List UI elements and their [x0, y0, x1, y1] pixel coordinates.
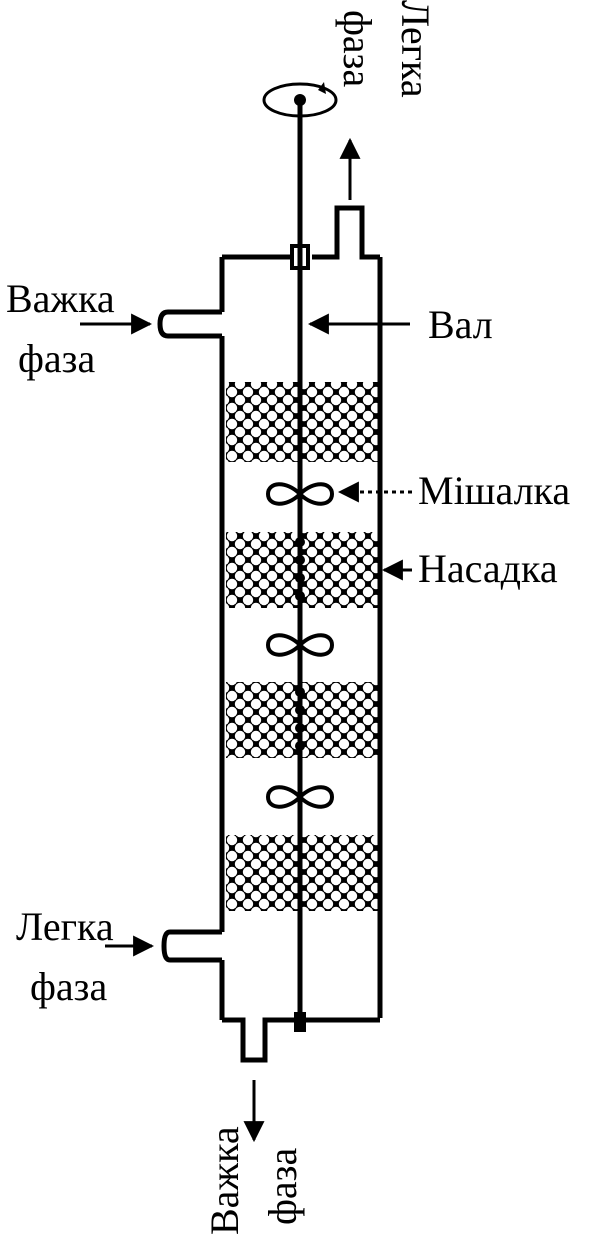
- label-light-phase-out-2: фаза: [335, 10, 380, 87]
- light-phase-inlet-nozzle: [161, 929, 222, 963]
- rotation-icon: [262, 82, 338, 118]
- label-packing: Насадка: [418, 546, 558, 591]
- impeller-1: [265, 482, 335, 506]
- label-heavy-phase-out-1: Важка: [202, 1126, 247, 1235]
- shaft-nodes: [295, 537, 305, 751]
- label-light-phase-in-1: Легка: [16, 904, 114, 949]
- impeller-2: [265, 633, 335, 657]
- label-heavy-phase-in-2: фаза: [18, 336, 95, 381]
- label-shaft: Вал: [428, 302, 493, 347]
- label-mixer: Мішалка: [418, 468, 570, 513]
- impeller-3: [265, 785, 335, 809]
- column-shell: [219, 205, 383, 1063]
- heavy-phase-inlet-nozzle: [157, 309, 222, 339]
- label-heavy-phase-in-1: Важка: [6, 276, 115, 321]
- label-light-phase-out-1: Легка: [393, 0, 438, 98]
- label-light-phase-in-2: фаза: [30, 964, 107, 1009]
- labels: Важка фаза Вал Мішалка Насадка Легка фаз…: [6, 0, 570, 1235]
- flow-arrows: [80, 137, 412, 1143]
- impellers: [265, 482, 335, 809]
- label-heavy-phase-out-2: фаза: [260, 1148, 305, 1225]
